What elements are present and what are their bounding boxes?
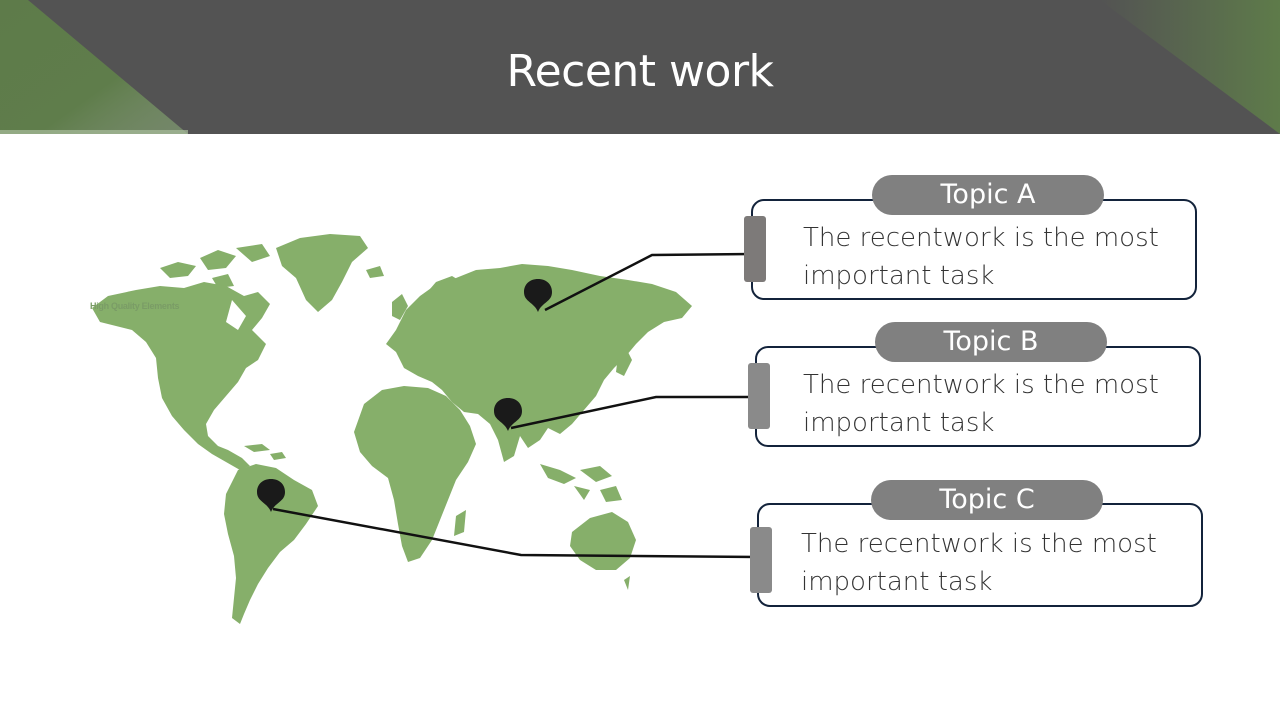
topic-c-tab <box>750 527 772 593</box>
topic-c-box: The recentwork is the most important tas… <box>750 503 1203 607</box>
uk <box>392 294 408 320</box>
topic-b-text: The recentwork is the most important tas… <box>803 370 1159 438</box>
topic-a-text: The recentwork is the most important tas… <box>803 223 1159 291</box>
page-title: Recent work <box>506 46 774 97</box>
caribbean <box>244 444 286 460</box>
header-corner-decorations <box>0 0 1280 134</box>
arctic-islands <box>160 244 270 288</box>
eurasia <box>386 264 692 462</box>
north-america <box>92 282 270 470</box>
south-america <box>224 464 318 624</box>
topic-b-tab <box>748 363 770 429</box>
connector-line-b <box>510 395 756 430</box>
connector-line-c <box>272 507 759 559</box>
topic-a-box: The recentwork is the most important tas… <box>744 199 1197 300</box>
topic-b-label: Topic B <box>875 322 1107 362</box>
map-pin-icon <box>494 398 522 431</box>
topic-c-label: Topic C <box>871 480 1103 520</box>
topic-a-tab <box>744 216 766 282</box>
continents <box>92 234 692 624</box>
map-pin-icon <box>257 479 285 512</box>
new-zealand <box>624 576 630 590</box>
topic-a-label: Topic A <box>872 175 1104 215</box>
map-watermark: High Quality Elements <box>90 301 180 311</box>
iceland <box>366 266 384 278</box>
japan <box>616 348 632 376</box>
topic-c-text: The recentwork is the most important tas… <box>801 529 1157 597</box>
right-corner-triangle <box>1100 0 1280 134</box>
map-pin-icon <box>524 279 552 312</box>
connector-line-a <box>544 252 753 312</box>
scandinavia <box>424 276 462 318</box>
north-america-east <box>226 300 246 330</box>
se-asia-islands <box>540 464 622 502</box>
madagascar <box>454 510 466 536</box>
africa <box>354 386 476 562</box>
left-corner-triangle <box>0 0 188 134</box>
header-bar <box>0 0 1280 134</box>
greenland <box>276 234 368 312</box>
